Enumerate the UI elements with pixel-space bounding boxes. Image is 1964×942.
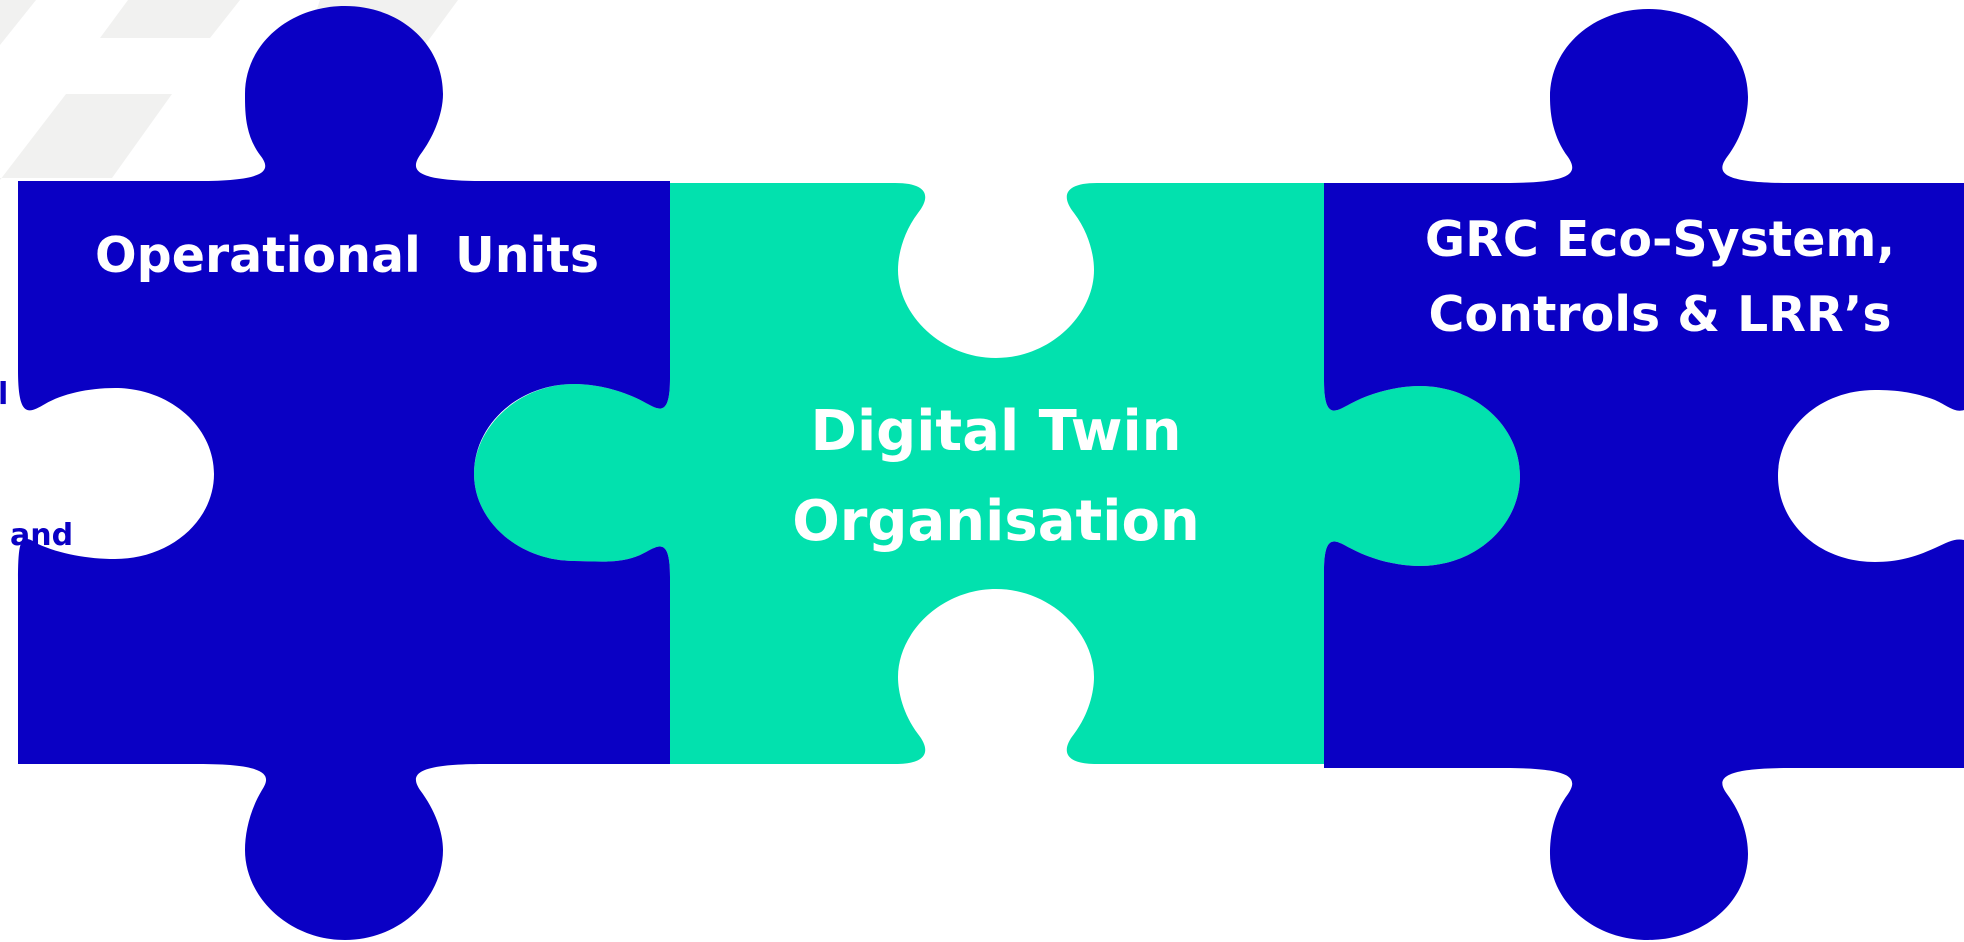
center-piece-label-line-2: Organisation <box>792 489 1200 554</box>
background-stripe <box>0 94 172 180</box>
background-stripe <box>0 0 36 45</box>
edge-fragment-l: l <box>0 377 8 412</box>
left-piece-label: Operational Units <box>95 227 599 284</box>
right-piece-label-line-1: GRC Eco-System, <box>1425 211 1895 268</box>
right-piece-label-line-2: Controls & LRR’s <box>1428 286 1891 343</box>
left-puzzle-piece <box>18 6 670 940</box>
center-piece-label-line-1: Digital Twin <box>810 399 1181 464</box>
right-puzzle-piece <box>1324 9 1964 940</box>
center-puzzle-piece <box>474 183 1520 764</box>
background-stripe <box>100 0 240 38</box>
